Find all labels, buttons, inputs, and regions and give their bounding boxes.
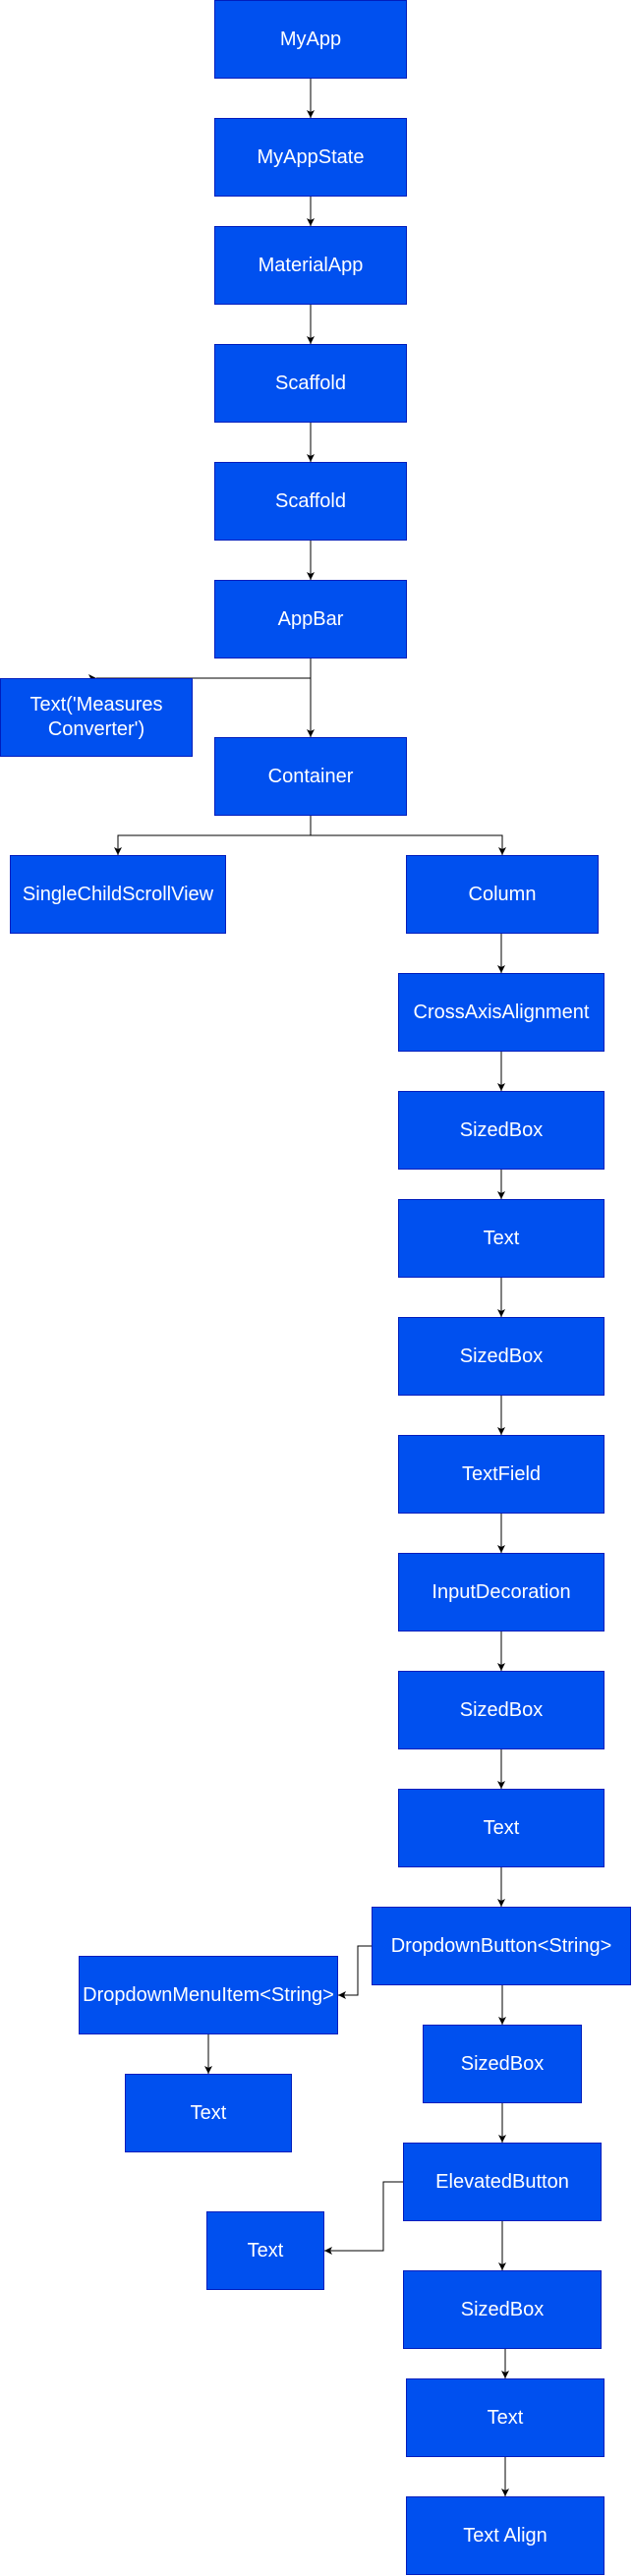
node-sizedbox-1: SizedBox [398,1091,604,1170]
edge-appbar-to-text_title [96,658,312,682]
node-label: Column [468,883,537,905]
node-text-2: Text [398,1789,604,1867]
node-label: MyApp [279,28,342,50]
node-label: Text [487,2406,524,2429]
node-dropdownmenuitem: DropdownMenuItem<String> [79,1956,338,2034]
node-label: DropdownMenuItem<String> [83,1983,334,2006]
node-sizedbox-2: SizedBox [398,1317,604,1396]
node-label: Text('Measures Converter') [29,694,163,740]
node-label: Text Align [463,2524,547,2547]
node-textalign: Text Align [406,2496,604,2575]
node-scaffold-1: Scaffold [214,344,407,423]
node-label: Container [267,765,354,787]
node-label: Scaffold [275,372,346,394]
node-textfield: TextField [398,1435,604,1514]
node-text-menu: Text [125,2074,292,2152]
node-label: Text [190,2101,227,2124]
edge-container-to-column [310,816,506,855]
node-label: CrossAxisAlignment [413,1001,590,1023]
node-label: ElevatedButton [435,2170,569,2193]
node-text-button: Text [206,2211,324,2290]
node-crossaxisalignment: CrossAxisAlignment [398,973,604,1052]
edge-elevatedbutton-to-text_button [324,2181,403,2255]
node-label: SizedBox [459,1345,544,1367]
edge-dropdownbutton-to-dropdownmenuitem [338,1945,372,1999]
node-label: InputDecoration [432,1580,571,1603]
node-label: Text [483,1227,520,1249]
node-singlechildscrollview: SingleChildScrollView [10,855,226,934]
node-text-3: Text [406,2378,604,2457]
node-materialapp: MaterialApp [214,226,407,305]
node-label: MaterialApp [258,254,364,276]
node-label: SingleChildScrollView [22,883,214,905]
node-myapp: MyApp [214,0,407,79]
node-myappstate: MyAppState [214,118,407,197]
node-text-1: Text [398,1199,604,1278]
node-sizedbox-5: SizedBox [403,2270,602,2349]
edge-container-to-scrollview [114,816,312,855]
node-label: SizedBox [460,2052,545,2075]
node-elevatedbutton: ElevatedButton [403,2143,602,2221]
node-text-title: Text('Measures Converter') [0,678,193,757]
node-label: Text [247,2239,284,2261]
node-inputdecoration: InputDecoration [398,1553,604,1631]
node-container: Container [214,737,407,816]
node-scaffold-2: Scaffold [214,462,407,541]
node-label: SizedBox [459,1118,544,1141]
node-label: MyAppState [257,145,365,168]
node-label: SizedBox [459,1698,544,1721]
node-sizedbox-3: SizedBox [398,1671,604,1749]
node-label: TextField [461,1462,542,1485]
node-label: Scaffold [275,489,346,512]
node-sizedbox-4: SizedBox [423,2025,582,2103]
node-column: Column [406,855,599,934]
node-dropdownbutton: DropdownButton<String> [372,1907,631,1985]
node-appbar: AppBar [214,580,407,658]
node-label: SizedBox [460,2298,545,2320]
node-label: Text [483,1816,520,1839]
node-label: DropdownButton<String> [390,1934,612,1957]
node-label: AppBar [277,607,344,630]
